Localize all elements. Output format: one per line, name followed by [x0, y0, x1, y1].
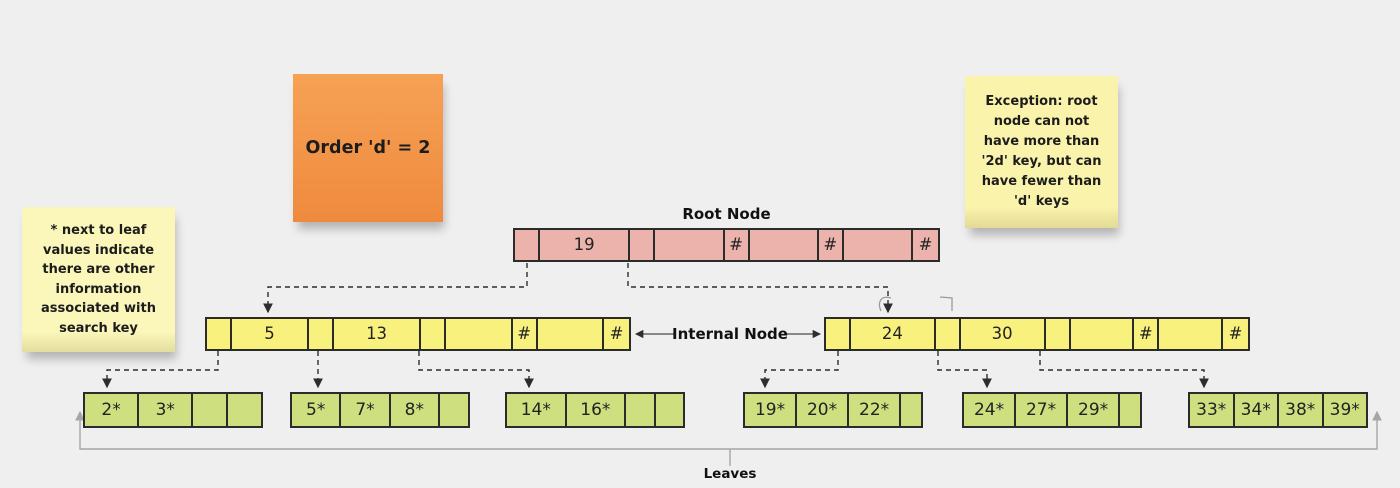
root-cell-2	[630, 230, 656, 260]
root-node-label: Root Node	[682, 205, 771, 223]
root-cell-6: #	[818, 230, 844, 260]
edge-root-to-internal-1	[627, 263, 893, 314]
leaf-node-5: 33*34*38*39*	[1188, 392, 1368, 428]
root-cell-0	[515, 230, 540, 260]
leaf-chain-bracket	[75, 410, 1382, 450]
leaf-0-cell-1: 3*	[139, 394, 194, 426]
leaf-0-cell-0: 2*	[85, 394, 140, 426]
leaf-1-cell-2: 8*	[390, 394, 440, 426]
internal-0-cell-6: #	[512, 319, 538, 349]
leaf-4-cell-2: 29*	[1068, 394, 1121, 426]
hook-mark-left	[878, 296, 892, 312]
leaf-node-3: 19*20*22*	[743, 392, 923, 428]
leaf-2-cell-0: 14*	[507, 394, 567, 426]
internal-0-cell-1: 5	[232, 319, 309, 349]
leaf-node-4: 24*27*29*	[962, 392, 1142, 428]
leaf-2-cell-3	[655, 394, 684, 426]
leaf-4-cell-0: 24*	[964, 394, 1017, 426]
internal-0-cell-0	[207, 319, 232, 349]
leaf-node-2: 14*16*	[505, 392, 685, 428]
edge-root-to-internal-0	[263, 263, 528, 314]
leaf-3-cell-1: 20*	[797, 394, 850, 426]
leaf-node-1: 5*7*8*	[290, 392, 470, 428]
internal-1-cell-5	[1070, 319, 1135, 349]
leaf-1-cell-3	[439, 394, 468, 426]
edge-internal1-to-leaf-4	[937, 351, 992, 389]
note-order-text: Order 'd' = 2	[305, 138, 431, 158]
leaf-node-0: 2*3*	[83, 392, 263, 428]
internal-0-cell-3: 13	[333, 319, 422, 349]
root-cell-4: #	[724, 230, 750, 260]
leaf-0-cell-3	[228, 394, 262, 426]
internal-1-cell-3: 30	[960, 319, 1046, 349]
root-cell-5	[749, 230, 819, 260]
hook-mark-right	[939, 296, 953, 311]
internal-0-cell-8: #	[604, 319, 629, 349]
note-leaf-legend-text: * next to leaf values indicate there are…	[41, 223, 156, 336]
internal-0-cell-4	[421, 319, 447, 349]
leaf-5-cell-2: 38*	[1279, 394, 1324, 426]
leaf-5-cell-3: 39*	[1323, 394, 1366, 426]
leaf-4-cell-3	[1120, 394, 1140, 426]
leaf-3-cell-0: 19*	[745, 394, 798, 426]
internal-1-cell-8: #	[1223, 319, 1248, 349]
internal-1-cell-7	[1159, 319, 1223, 349]
note-order: Order 'd' = 2	[293, 74, 443, 222]
leaf-4-cell-1: 27*	[1016, 394, 1069, 426]
internal-1-cell-2	[935, 319, 961, 349]
leaf-0-cell-2	[193, 394, 229, 426]
leaf-1-cell-1: 7*	[341, 394, 391, 426]
internal-1-cell-0	[826, 319, 851, 349]
leaf-1-cell-0: 5*	[292, 394, 342, 426]
internal-node-0: 5 13 # #	[205, 317, 631, 351]
leaf-2-cell-2	[626, 394, 656, 426]
root-cell-8: #	[913, 230, 938, 260]
root-cell-3	[655, 230, 725, 260]
note-root-exception: Exception: root node can not have more t…	[965, 76, 1118, 228]
leaf-3-cell-2: 22*	[849, 394, 902, 426]
leaves-label: Leaves	[703, 466, 757, 482]
internal-node-label: Internal Node	[672, 325, 788, 343]
edge-internal0-to-leaf-0	[102, 351, 219, 389]
internal-1-cell-4	[1045, 319, 1071, 349]
edge-internal1-to-leaf-5	[1039, 351, 1209, 389]
root-node: 19 # # #	[513, 228, 940, 262]
internal-1-cell-1: 24	[851, 319, 936, 349]
edge-internal0-to-leaf-2	[418, 351, 534, 389]
root-cell-7	[843, 230, 913, 260]
internal-node-1: 24 30 # #	[824, 317, 1250, 351]
leaf-5-cell-0: 33*	[1190, 394, 1235, 426]
internal-0-cell-7	[537, 319, 604, 349]
note-leaf-legend: * next to leaf values indicate there are…	[22, 207, 175, 352]
note-root-exception-text: Exception: root node can not have more t…	[981, 93, 1102, 210]
leaf-5-cell-1: 34*	[1234, 394, 1279, 426]
leaf-2-cell-1: 16*	[566, 394, 627, 426]
edge-internal1-to-leaf-3	[760, 351, 839, 389]
internal-0-cell-5	[446, 319, 513, 349]
internal-1-cell-6: #	[1134, 319, 1160, 349]
leaf-3-cell-3	[901, 394, 921, 426]
root-cell-1: 19	[540, 230, 631, 260]
internal-0-cell-2	[308, 319, 334, 349]
